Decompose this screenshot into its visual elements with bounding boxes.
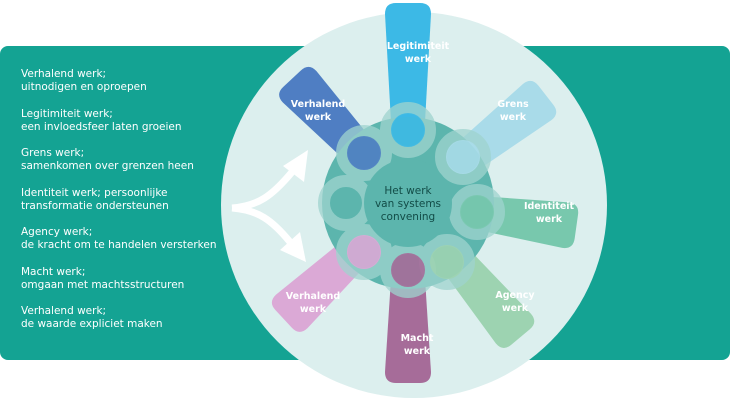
- list-item: Verhalend werk;uitnodigen en oproepen: [21, 68, 231, 94]
- figure-label-line-1: Agency: [495, 290, 535, 301]
- list-item: Grens werk;samenkomen over grenzen heen: [21, 147, 231, 173]
- center-line-1: Het werk: [384, 185, 432, 197]
- figure-label-line-1: Verhalend: [291, 99, 345, 110]
- list-item-title: Macht werk;: [21, 265, 86, 278]
- figure-label-line-2: werk: [536, 214, 563, 225]
- hub-ring: [435, 129, 491, 185]
- figure-label-line-2: werk: [500, 112, 527, 123]
- figure-head-grens: [446, 140, 480, 174]
- list-item: Legitimiteit werk;een invloedsfeer laten…: [21, 108, 231, 134]
- figure-head-legitimiteit: [391, 113, 425, 147]
- arrow-down: [231, 204, 293, 245]
- figure-label-line-2: werk: [404, 346, 431, 357]
- list-item-desc: de waarde expliciet maken: [21, 318, 163, 330]
- figure-label-line-2: werk: [405, 54, 432, 65]
- figure-head-verhalend-bottom: [347, 235, 381, 269]
- list-item-title: Identiteit werk; persoonlijke: [21, 186, 168, 199]
- figure-label-line-1: Identiteit: [524, 201, 575, 212]
- center-line-3: convening: [381, 211, 435, 223]
- arrows: [231, 150, 308, 262]
- figure-label-line-2: werk: [502, 303, 529, 314]
- hub-ring: [449, 184, 505, 240]
- center-line-2: van systems: [375, 198, 441, 210]
- figure-label-line-1: Grens: [497, 99, 529, 110]
- list-item-title: Verhalend werk;: [21, 305, 107, 317]
- hub-ring: [336, 125, 392, 181]
- list-item-title: Grens werk;: [21, 147, 85, 159]
- figure-head-verhalend-top: [347, 136, 381, 170]
- hub-rings: [318, 102, 505, 298]
- figure-head-identiteit: [460, 195, 494, 229]
- arrow-down-head: [280, 232, 306, 262]
- list-item: Macht werk;omgaan met machtsstructuren: [21, 266, 231, 292]
- figure-head-macht: [391, 253, 425, 287]
- figure-label-line-1: Verhalend: [286, 291, 340, 302]
- figure-label-line-1: Legitimiteit: [387, 41, 450, 52]
- list-item-desc: samenkomen over grenzen heen: [21, 160, 194, 172]
- hub-ring: [336, 224, 392, 280]
- list-item: Agency werk;de kracht om te handelen ver…: [21, 226, 231, 252]
- list-item-desc: transformatie ondersteunen: [21, 199, 169, 212]
- list-item: Verhalend werk;de waarde expliciet maken: [21, 305, 231, 331]
- list-item-desc: uitnodigen en oproepen: [21, 81, 147, 93]
- list-item-title: Agency werk;: [21, 226, 93, 238]
- list-item-desc: een invloedsfeer laten groeien: [21, 120, 182, 133]
- hub-ring: [380, 242, 436, 298]
- arrow-up-head: [283, 150, 308, 182]
- hub-core: [364, 159, 452, 247]
- list-item-desc: omgaan met machtsstructuren: [21, 278, 185, 291]
- figure-label-line-2: werk: [305, 112, 332, 123]
- work-types-list: Verhalend werk;uitnodigen en oproepen Le…: [21, 68, 231, 345]
- figure-label-line-2: werk: [300, 304, 327, 315]
- list-item-title: Legitimiteit werk;: [21, 107, 113, 120]
- heads: [347, 113, 494, 287]
- figure-label-line-1: Macht: [401, 333, 434, 344]
- list-item-title: Verhalend werk;: [21, 68, 107, 80]
- list-item-desc: de kracht om te handelen versterken: [21, 239, 217, 251]
- hub-ring: [380, 102, 436, 158]
- figure-head-agency: [430, 245, 464, 279]
